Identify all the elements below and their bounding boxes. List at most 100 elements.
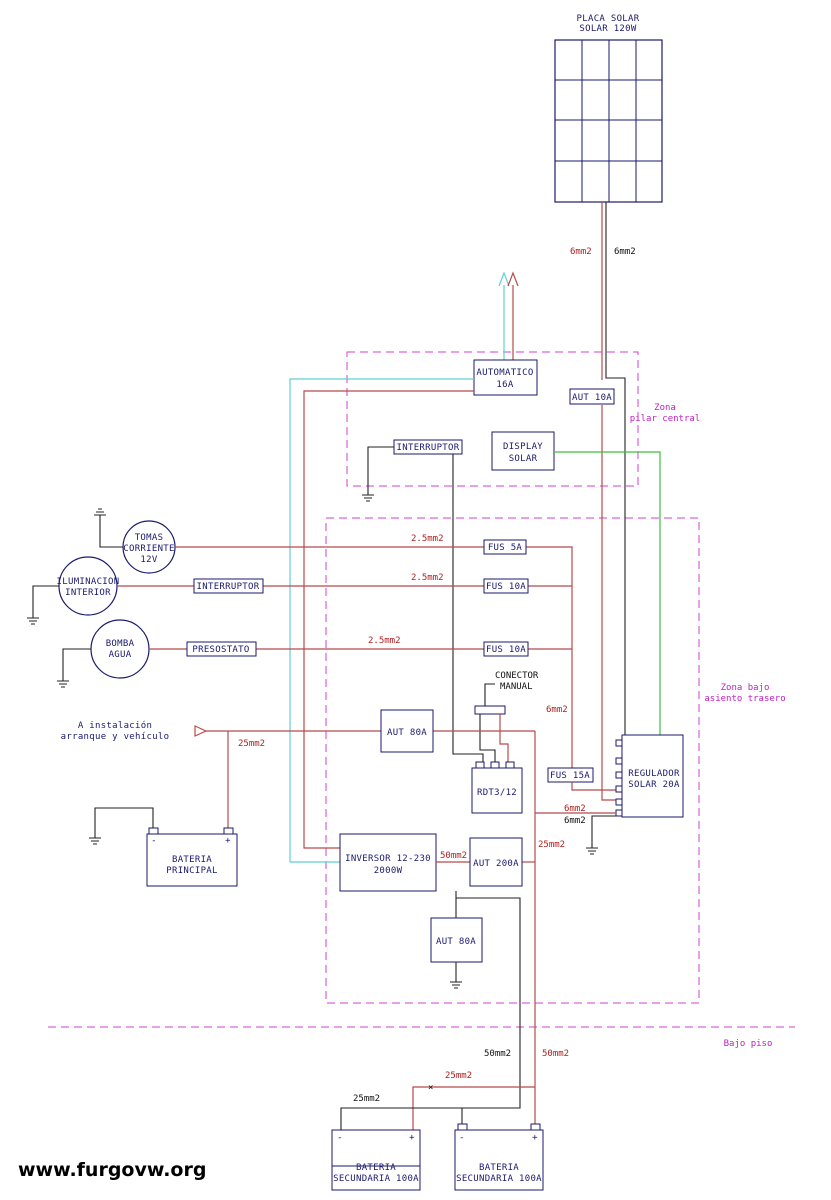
- cable-label-arranque: 25mm2: [238, 739, 265, 749]
- zone-asiento-label-1: Zona bajo: [721, 683, 770, 693]
- battery-secundaria-1-body: [331, 1129, 421, 1167]
- wire-fus15-regulador: [571, 782, 616, 791]
- cable-label-tomas: 2.5mm2: [411, 534, 444, 544]
- conector-label-2: MANUAL: [500, 682, 533, 692]
- solar-panel-label-2: SOLAR 120W: [579, 24, 636, 34]
- breaker-aut-80a-top: [380, 709, 434, 753]
- sec1-label-1: BATERIA: [356, 1163, 396, 1173]
- wire-regulador-battery-black: [591, 815, 616, 848]
- breaker-aut-80a-bottom: [430, 917, 483, 963]
- aut200-label: AUT 200A: [473, 859, 519, 869]
- sec2-minus: -: [459, 1133, 465, 1143]
- fuse-10a-b-label: FUS 10A: [486, 645, 526, 655]
- cable-label-main-25: 25mm2: [538, 840, 565, 850]
- zone-pilar-label-1: Zona: [654, 403, 676, 413]
- cable-label-under-25-red: 25mm2: [445, 1071, 472, 1081]
- solar-panel-label-1: PLACA SOLAR: [577, 14, 640, 24]
- battery-principal: [146, 833, 238, 887]
- breaker-aut-200a: [469, 837, 523, 887]
- wire-interruptor-ground: [367, 446, 394, 495]
- fuse-5a-label: FUS 5A: [488, 543, 523, 553]
- breaker-automatico-16a: [473, 359, 538, 396]
- cable-label-under-50-black: 50mm2: [484, 1049, 511, 1059]
- ground-symbol-regulador: [586, 847, 598, 855]
- cable-label-bomba: 2.5mm2: [368, 636, 401, 646]
- watermark: www.furgovw.org: [18, 1159, 206, 1181]
- interruptor-ilum-label: INTERRUPTOR: [197, 582, 260, 592]
- breaker-aut-10a-label: AUT 10A: [572, 393, 612, 403]
- iluminacion-label-1: ILUMINACION: [57, 577, 120, 587]
- sec2-label-2: SECUNDARIA 100A: [456, 1174, 542, 1184]
- zone-asiento-label-2: asiento trasero: [704, 694, 785, 704]
- principal-label-1: BATERIA: [172, 855, 212, 865]
- wire-ac-cyan: [289, 378, 474, 863]
- conector-label-1: CONECTOR: [495, 671, 539, 681]
- cable-label-under-25-black: 25mm2: [353, 1094, 380, 1104]
- bomba-label-2: AGUA: [109, 650, 132, 660]
- relay-rdt3-12: [471, 767, 523, 814]
- sec2-plus: +: [532, 1133, 538, 1143]
- wire-bomba-ground: [62, 648, 91, 681]
- arranque-label-1: A instalación: [78, 720, 152, 731]
- display-solar: [491, 431, 555, 471]
- arrow-ac-out-2: [507, 271, 519, 287]
- cable-label-under-50-red: 50mm2: [542, 1049, 569, 1059]
- wire-display-regulador: [554, 451, 661, 741]
- cable-label-inversor: 50mm2: [440, 851, 467, 861]
- regulador-label-1: REGULADOR: [628, 769, 680, 779]
- cable-label-panel-red: 6mm2: [570, 247, 592, 257]
- tomas-label-3: 12V: [140, 555, 157, 565]
- wire-conector-rdt-1: [479, 714, 496, 768]
- interruptor-top-label: INTERRUPTOR: [397, 443, 460, 453]
- fuse-15a: [547, 767, 594, 783]
- sec1-minus: -: [337, 1133, 343, 1143]
- ground-symbol-iluminacion: [27, 617, 39, 625]
- display-label-1: DISPLAY: [503, 442, 543, 452]
- switch-interruptor-iluminacion: [193, 578, 264, 594]
- cable-label-regulador-in: 6mm2: [546, 705, 568, 715]
- iluminacion-label-2: INTERIOR: [65, 588, 111, 598]
- tomas-label-2: CORRIENTE: [123, 544, 174, 554]
- zone-asiento-trasero: [325, 517, 700, 1004]
- sec1-plus: +: [409, 1133, 415, 1143]
- fuse-15a-label: FUS 15A: [550, 771, 590, 781]
- battery-secundaria-1: [331, 1165, 421, 1191]
- zone-pilar-label-2: pilar central: [630, 414, 700, 424]
- sec1-label-2: SECUNDARIA 100A: [333, 1174, 419, 1184]
- wire-interruptor-rdt: [452, 454, 484, 768]
- wire-ac-red: [303, 390, 474, 849]
- cross-mark: ×: [428, 1083, 433, 1093]
- presostato-label: PRESOSTATO: [192, 645, 249, 655]
- cable-label-panel-black: 6mm2: [614, 247, 636, 257]
- solar-panel: [554, 39, 663, 203]
- ground-symbol-bomba: [57, 680, 69, 688]
- bomba-label-1: BOMBA: [106, 639, 135, 649]
- fuse-10a-bomba: [483, 641, 529, 657]
- ground-symbol-interruptor: [362, 494, 374, 502]
- switch-presostato: [186, 641, 257, 657]
- ground-symbol-principal: [89, 837, 101, 845]
- wire-conector-rdt-2: [499, 714, 509, 768]
- principal-plus: +: [225, 836, 231, 846]
- inversor-label-1: INVERSOR 12-230: [345, 854, 431, 864]
- wire-tomas-ground: [99, 515, 123, 548]
- fuse-10a-iluminacion: [483, 578, 529, 594]
- display-label-2: SOLAR: [509, 454, 538, 464]
- aut80-top-label: AUT 80A: [387, 728, 427, 738]
- wire-panel-negative: [605, 202, 626, 811]
- load-bomba-agua: [90, 619, 150, 679]
- regulador-label-2: SOLAR 20A: [628, 780, 680, 790]
- automatico-label-2: 16A: [496, 380, 513, 390]
- principal-label-2: PRINCIPAL: [166, 866, 217, 876]
- arrow-arranque: [194, 725, 208, 737]
- ground-symbol-tomas: [94, 508, 106, 516]
- wire-conector-label: [484, 683, 495, 706]
- inversor-label-2: 2000W: [374, 866, 403, 876]
- fuse-5a: [483, 539, 527, 555]
- arranque-label-2: arranque y vehículo: [61, 732, 170, 742]
- wire-aut10-regulador: [601, 405, 616, 801]
- cable-label-iluminacion: 2.5mm2: [411, 573, 444, 583]
- inversor-12-230: [339, 833, 437, 892]
- automatico-label-1: AUTOMATICO: [476, 368, 533, 378]
